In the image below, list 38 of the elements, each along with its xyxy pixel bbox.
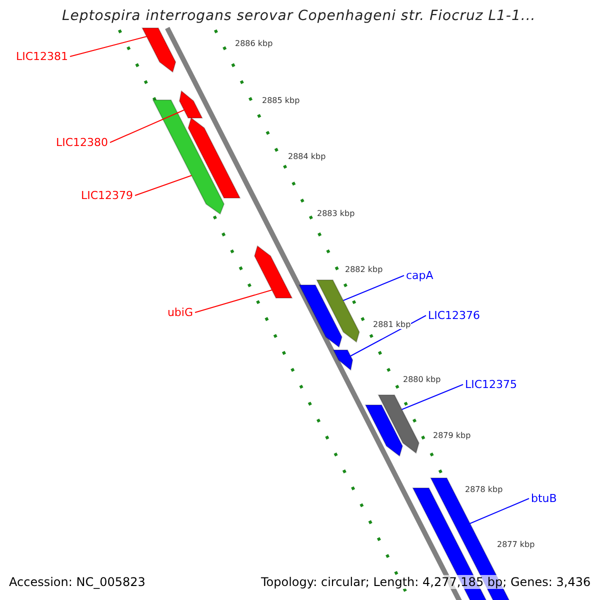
gene-label: LIC12376 [428, 309, 480, 322]
scale-label: 2880 kbp [403, 375, 441, 384]
leader-line [194, 290, 272, 313]
gene-label: ubiG [167, 306, 193, 319]
gene-segment [332, 350, 354, 371]
scale-label: 2886 kbp [235, 39, 273, 48]
gene-label: LIC12379 [80, 189, 133, 202]
leader-line [469, 498, 530, 524]
gene-segment [316, 280, 360, 343]
gene-segment [141, 28, 176, 73]
gene-label: LIC12380 [56, 136, 108, 149]
info-text: Topology: circular; Length: 4,277,185 bp; Genes: 3,436 [261, 575, 591, 589]
leader-line [134, 175, 192, 196]
scale-label: 2879 kbp [433, 431, 471, 440]
scale-label: 2881 kbp [373, 320, 411, 329]
gene-label: LIC12375 [465, 378, 518, 391]
scale-label: 2883 kbp [317, 209, 355, 218]
gene-label: LIC12381 [16, 50, 68, 63]
scale-label: 2884 kbp [288, 152, 326, 161]
gene-segment [178, 90, 203, 118]
leader-line [350, 315, 426, 356]
leader-line [401, 384, 464, 410]
scale-label: 2885 kbp [262, 96, 300, 105]
info-text: Accession: NC_005823 [9, 575, 146, 589]
gene-segment [152, 100, 225, 215]
gene-label: capA [406, 269, 434, 282]
leader-line [110, 110, 185, 143]
leader-line [342, 275, 404, 301]
gene-segment [364, 404, 403, 457]
gene-segment [378, 394, 420, 454]
gene-label: btuB [531, 492, 557, 505]
gene-segment [188, 117, 241, 198]
scale-label: 2878 kbp [465, 485, 503, 494]
scale-label: 2882 kbp [345, 265, 383, 274]
leader-line [70, 36, 148, 57]
scale-label: 2877 kbp [497, 540, 535, 549]
gene-segment [254, 245, 293, 298]
gene-segment [298, 284, 342, 348]
